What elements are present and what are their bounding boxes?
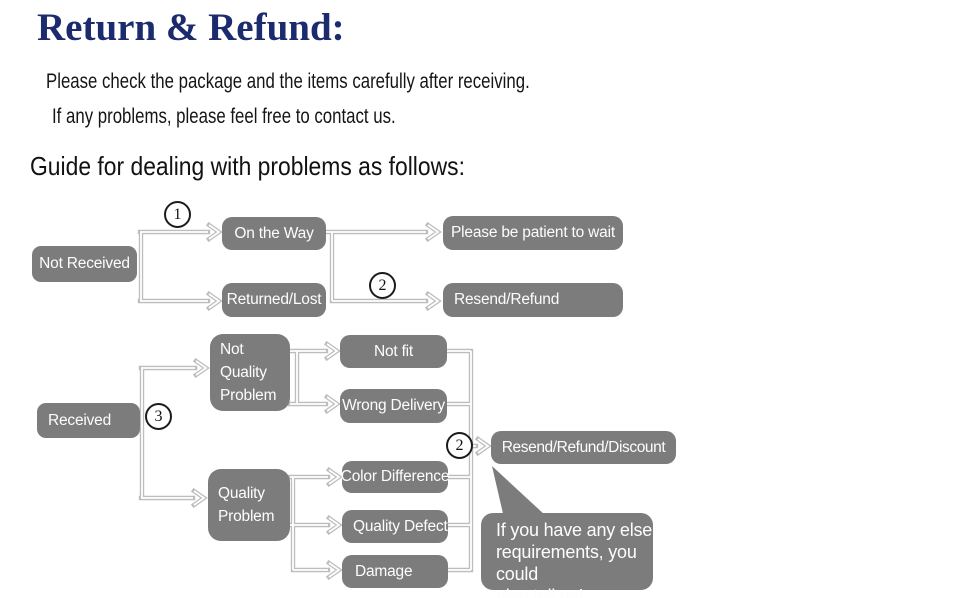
node-not-received: Not Received xyxy=(32,246,137,282)
node-not-fit: Not fit xyxy=(340,335,447,368)
note-line-1: Please check the package and the items c… xyxy=(46,70,530,93)
page-title: Return & Refund: xyxy=(37,6,345,49)
step-badge-2-top: 2 xyxy=(369,272,396,299)
node-quality-problem: Quality Problem xyxy=(208,469,290,541)
connector-lines-inner xyxy=(140,224,490,578)
node-resend-refund-discount: Resend/Refund/Discount xyxy=(491,431,676,464)
speech-bubble-line-3: also tell us! xyxy=(496,586,584,598)
step-badge-2-bottom: 2 xyxy=(446,432,473,459)
node-not-quality-problem: Not Quality Problem xyxy=(210,334,290,411)
speech-bubble: If you have any else requirements, you c… xyxy=(481,513,653,598)
speech-bubble-line-1: If you have any else xyxy=(496,520,653,540)
step-badge-1: 1 xyxy=(164,201,191,228)
node-color-difference: Color Difference xyxy=(341,461,449,493)
speech-bubble-tail xyxy=(492,466,546,518)
node-wrong-delivery: Wrong Delivery xyxy=(340,389,447,423)
speech-bubble-line-2: requirements, you could xyxy=(496,542,637,584)
note-line-2: If any problems, please feel free to con… xyxy=(52,105,396,128)
node-received: Received xyxy=(37,403,140,438)
node-on-the-way: On the Way xyxy=(222,217,326,250)
node-resend-refund: Resend/Refund xyxy=(443,283,623,317)
step-badge-3: 3 xyxy=(145,403,172,430)
node-returned-lost: Returned/Lost xyxy=(222,283,326,317)
node-quality-defect: Quality Defect xyxy=(342,510,448,543)
node-damage: Damage xyxy=(342,555,448,588)
node-please-be-patient: Please be patient to wait xyxy=(443,216,623,250)
guide-heading: Guide for dealing with problems as follo… xyxy=(30,151,465,181)
